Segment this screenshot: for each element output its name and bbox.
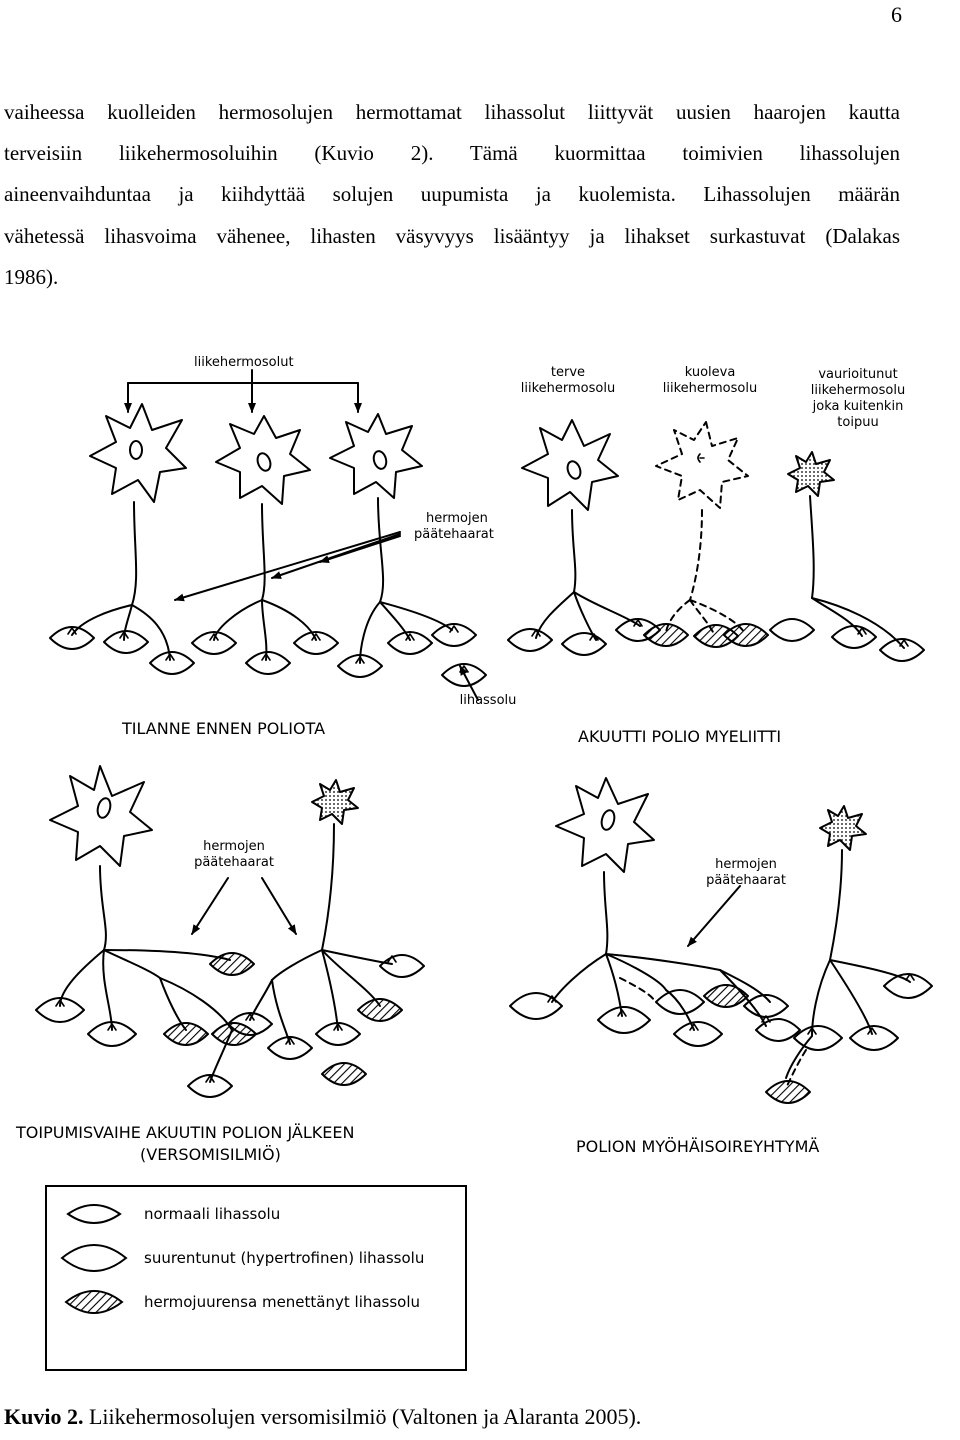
paragraph-line: terveisiin liikehermosoluihin (Kuvio 2).… [4,141,900,166]
label-nerve-endings-line1: hermojen [426,511,488,526]
legend-enlarged-cell-symbol [60,1244,128,1272]
legend-label-normal: normaali lihassolu [144,1205,280,1223]
neuron-body [521,419,619,511]
panel-titles: TILANNE ENNEN POLIOTA AKUUTTI POLIO MYEL… [15,719,819,1164]
panel-title-acute-polio: AKUUTTI POLIO MYELIITTI [578,727,781,746]
page-number: 6 [891,2,902,27]
label-nerve-endings-lower-line1: hermojen [203,839,265,854]
panel-title-recovery-line1: TOIPUMISVAIHE AKUUTIN POLION JÄLKEEN [15,1123,354,1142]
caption-label: Kuvio 2. [4,1404,84,1429]
label-healthy-line1: terve [551,365,585,380]
neuron-body-damaged [819,805,867,851]
legend-denervated-cell-symbol [64,1290,124,1314]
label-damaged-line2: liikehermosolu [811,383,905,398]
paragraph-line: 1986). [4,264,59,289]
legend-item [60,1204,128,1314]
legend: normaali lihassolu suurentunut (hypertro… [45,1185,467,1371]
label-dying-line2: liikehermosolu [663,381,757,396]
label-dying-line1: kuoleva [685,365,736,380]
panel-acute-polio [441,419,925,701]
neuron-body [215,415,311,505]
paragraph-line: vähetessä lihasvoima vähenee, lihasten v… [4,223,900,248]
label-nerve-endings-lower-right-line2: päätehaarat [706,873,786,888]
legend-normal-cell-symbol [66,1204,122,1224]
label-motor-neurons: liikehermosolut [194,355,294,370]
label-damaged-line1: vaurioitunut [818,367,897,382]
neuron-body [329,413,423,499]
caption-text: Liikehermosolujen versomisilmiö (Valtone… [83,1404,642,1429]
neuron-body-dying [655,421,749,509]
label-nerve-endings-lower-right-line1: hermojen [715,857,777,872]
neuron-body-damaged [311,779,359,825]
figure-labels: liikehermosolut terve liikehermosolu kuo… [194,355,905,888]
figure-caption: Kuvio 2. Liikehermosolujen versomisilmiö… [4,1404,641,1430]
legend-label-enlarged: suurentunut (hypertrofinen) lihassolu [144,1249,424,1267]
paragraph-line: vaiheessa kuolleiden hermosolujen hermot… [4,100,900,124]
paragraph-line: aineenvaihduntaa ja kiihdyttää solujen u… [4,182,900,207]
panel-title-post-polio: POLION MYÖHÄISOIREYHTYMÄ [576,1137,819,1156]
panel-recovery [35,765,425,1098]
label-healthy-line2: liikehermosolu [521,381,615,396]
panel-title-before-polio: TILANNE ENNEN POLIOTA [121,719,325,738]
label-damaged-line3: joka kuitenkin [812,399,904,414]
motor-neurons-bracket [124,369,362,413]
neuron-body [49,765,153,867]
label-nerve-endings-line2: päätehaarat [414,527,494,542]
panel-post-polio [509,777,933,1104]
legend-label-denervated: hermojuurensa menettänyt lihassolu [144,1293,420,1311]
poliomyelitis-figure: normaali lihassolu suurentunut (hypertro… [15,355,933,1371]
body-paragraph: vaiheessa kuolleiden hermosolujen hermot… [4,92,900,298]
panel-before-polio [49,369,477,678]
panel-title-recovery-line2: (VERSOMISILMIÖ) [140,1145,281,1164]
neuron-body [555,777,655,873]
neuron-body-damaged [787,451,835,497]
neuron-body [89,403,187,503]
label-damaged-line4: toipuu [837,415,878,430]
label-nerve-endings-lower-line2: päätehaarat [194,855,274,870]
label-muscle-cell: lihassolu [460,693,517,708]
